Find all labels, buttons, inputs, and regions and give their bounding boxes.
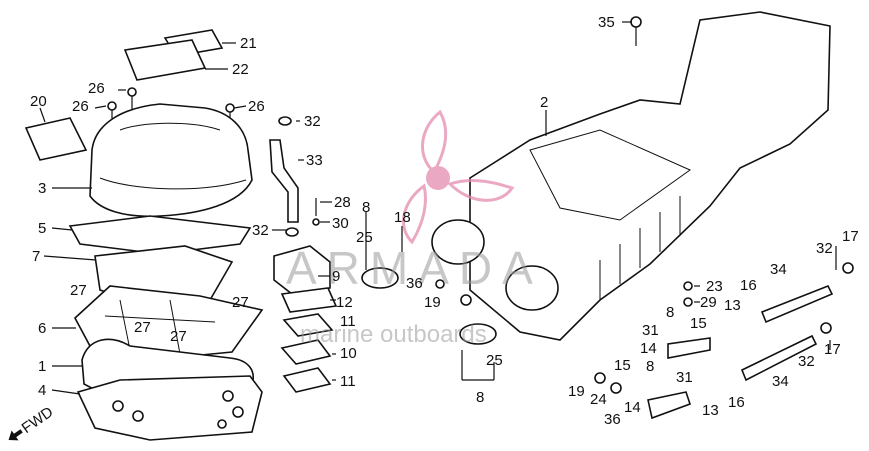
callout-13: 13 bbox=[724, 297, 741, 314]
callout-15: 15 bbox=[614, 357, 631, 374]
clip-32-mid bbox=[285, 227, 299, 237]
callout-32: 32 bbox=[252, 222, 269, 239]
cap-17-bottom bbox=[820, 322, 832, 334]
callout-27: 27 bbox=[134, 319, 151, 336]
callout-35: 35 bbox=[598, 14, 615, 31]
callout-29: 29 bbox=[700, 294, 717, 311]
callout-8: 8 bbox=[476, 389, 484, 406]
callout-27: 27 bbox=[170, 328, 187, 345]
callout-25: 25 bbox=[486, 352, 503, 369]
clip-32-top bbox=[278, 116, 292, 126]
clamp-25-bottom bbox=[459, 323, 497, 345]
filter-11-top bbox=[282, 313, 334, 337]
callout-14: 14 bbox=[640, 340, 657, 357]
callout-8: 8 bbox=[362, 199, 370, 216]
grommet-19 bbox=[460, 294, 472, 306]
callout-16: 16 bbox=[740, 277, 757, 294]
callout-5: 5 bbox=[38, 220, 46, 237]
callout-1: 1 bbox=[38, 358, 46, 375]
callout-11: 11 bbox=[340, 373, 356, 390]
callout-36: 36 bbox=[406, 275, 423, 292]
callout-27: 27 bbox=[70, 282, 87, 299]
bolt-35 bbox=[630, 16, 642, 28]
forward-direction-arrow: FWD bbox=[8, 403, 57, 441]
callout-2: 2 bbox=[540, 94, 548, 111]
gasket-5 bbox=[68, 215, 252, 255]
filter-11-bottom bbox=[282, 367, 332, 393]
watermark-subtitle: marine outboards bbox=[300, 321, 487, 348]
callout-34: 34 bbox=[770, 261, 787, 278]
callout-26: 26 bbox=[248, 98, 265, 115]
callout-8: 8 bbox=[646, 358, 654, 375]
elbow-14-bottom bbox=[647, 391, 692, 420]
callout-31: 31 bbox=[676, 369, 693, 386]
callout-15: 15 bbox=[690, 315, 707, 332]
callout-22: 22 bbox=[232, 61, 249, 78]
gasket-12 bbox=[280, 287, 338, 313]
washer-29 bbox=[683, 297, 693, 307]
callout-labels: 21 22 20 26 26 26 3 5 7 27 27 6 27 27 1 … bbox=[30, 14, 859, 428]
callout-10: 10 bbox=[340, 345, 357, 362]
pad-22 bbox=[123, 39, 207, 81]
callout-26: 26 bbox=[88, 80, 105, 97]
airbox-cover-3 bbox=[89, 103, 253, 218]
callout-28: 28 bbox=[334, 194, 351, 211]
clamp-25-top bbox=[361, 267, 399, 289]
pad-10 bbox=[280, 339, 332, 365]
callout-6: 6 bbox=[38, 320, 46, 337]
port-front bbox=[431, 219, 485, 265]
elbow-14-top bbox=[667, 337, 711, 359]
callout-11: 11 bbox=[340, 313, 356, 330]
callout-18: 18 bbox=[394, 209, 411, 226]
leader-lines bbox=[39, 21, 837, 395]
callout-27: 27 bbox=[232, 294, 249, 311]
callout-26: 26 bbox=[72, 98, 89, 115]
washer-23 bbox=[683, 281, 693, 291]
callout-19: 19 bbox=[424, 294, 441, 311]
plate-4 bbox=[76, 375, 263, 441]
callout-36: 36 bbox=[604, 411, 621, 428]
callout-4: 4 bbox=[38, 382, 46, 399]
hose-34-bottom bbox=[740, 334, 818, 382]
plate-holes bbox=[112, 390, 244, 429]
callout-32: 32 bbox=[798, 353, 815, 370]
callout-32: 32 bbox=[816, 240, 833, 257]
callout-20: 20 bbox=[30, 93, 47, 110]
airbox-body-2 bbox=[469, 11, 831, 341]
callout-7: 7 bbox=[32, 248, 40, 265]
callout-21: 21 bbox=[240, 35, 257, 52]
callout-9: 9 bbox=[332, 268, 340, 285]
callout-23: 23 bbox=[706, 278, 723, 295]
callout-12: 12 bbox=[336, 294, 353, 311]
callout-30: 30 bbox=[332, 215, 349, 232]
block-9 bbox=[273, 245, 331, 295]
grommet-19-right bbox=[594, 372, 606, 384]
callout-8: 8 bbox=[666, 304, 674, 321]
nut-36-right bbox=[610, 382, 622, 394]
callout-34: 34 bbox=[772, 373, 789, 390]
hose-34-top bbox=[760, 284, 834, 324]
cap-17-top bbox=[842, 262, 854, 274]
callout-14: 14 bbox=[624, 399, 641, 416]
hose-33 bbox=[269, 139, 299, 223]
callout-17: 17 bbox=[842, 228, 859, 245]
pad-20 bbox=[24, 117, 88, 161]
watermark-logo bbox=[402, 109, 515, 245]
callout-25: 25 bbox=[356, 229, 373, 246]
watermark-title: ARMADA bbox=[286, 242, 543, 294]
callout-32: 32 bbox=[304, 113, 321, 130]
callout-33: 33 bbox=[306, 152, 323, 169]
nut-36 bbox=[435, 279, 445, 289]
callout-19: 19 bbox=[568, 383, 585, 400]
port-rear bbox=[505, 265, 559, 311]
callout-24: 24 bbox=[590, 391, 607, 408]
callout-31: 31 bbox=[642, 322, 659, 339]
callout-3: 3 bbox=[38, 180, 46, 197]
callout-17: 17 bbox=[824, 341, 841, 358]
callout-16: 16 bbox=[728, 394, 745, 411]
fwd-label: FWD bbox=[19, 403, 57, 437]
callout-13: 13 bbox=[702, 402, 719, 419]
